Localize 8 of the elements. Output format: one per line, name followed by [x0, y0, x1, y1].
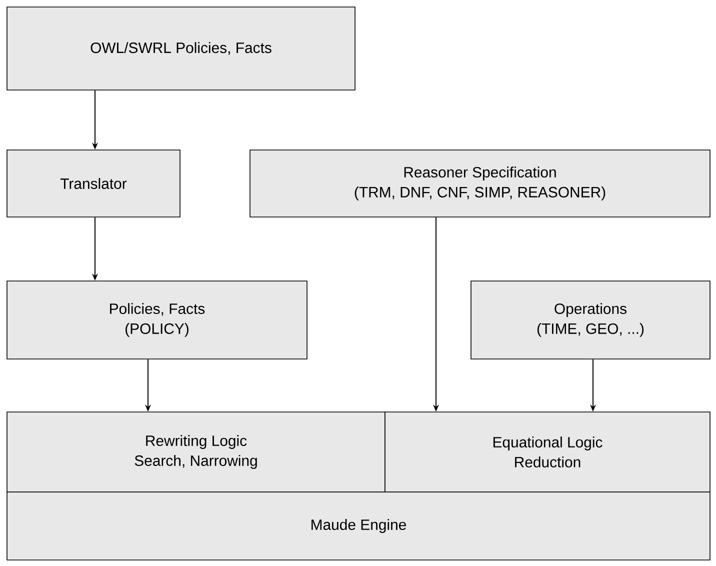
process-box: Operations (TIME, GEO, ...) [470, 280, 710, 360]
process-box: Reasoner Specification (TRM, DNF, CNF, SIMP, REASONER) [250, 150, 710, 218]
process-box: Equational Logic Reduction [384, 412, 710, 492]
process-box: Maude Engine [6, 492, 710, 560]
process-box: OWL/SWRL Policies, Facts [6, 6, 356, 90]
process-box: Rewriting Logic Search, Narrowing [6, 412, 386, 492]
process-box: Translator [6, 150, 180, 218]
process-box: Policies, Facts (POLICY) [6, 280, 308, 360]
